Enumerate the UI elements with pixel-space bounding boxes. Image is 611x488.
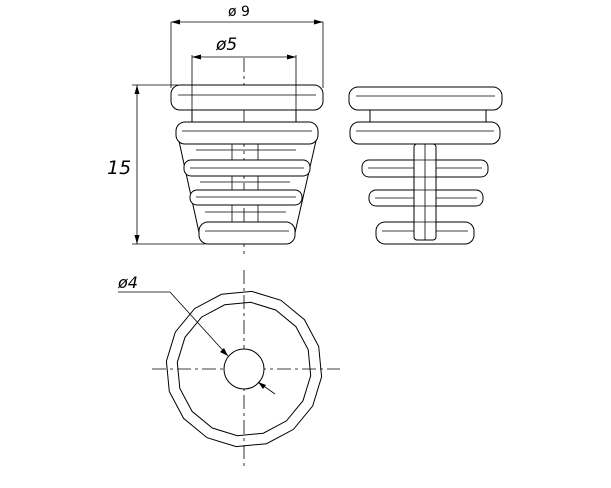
bottom-outer-ring bbox=[165, 290, 323, 448]
height-label: 15 bbox=[107, 157, 131, 179]
dimension-height: 15 bbox=[107, 84, 205, 245]
side-cap bbox=[348, 86, 503, 111]
hole-diameter-label: ø4 bbox=[117, 273, 138, 292]
front-rib-4 bbox=[198, 221, 296, 245]
bottom-hole bbox=[223, 348, 265, 390]
front-cap bbox=[170, 84, 324, 111]
dimension-outer-diameter: ø 9 bbox=[170, 4, 324, 88]
bottom-inner-ring bbox=[176, 301, 312, 437]
side-view bbox=[348, 86, 503, 245]
side-rib-1 bbox=[349, 121, 501, 145]
front-body-left-edge bbox=[176, 131, 201, 238]
outer-diameter-label: ø 9 bbox=[228, 4, 250, 20]
dimension-inner-diameter: ø5 bbox=[191, 35, 297, 112]
front-body-right-edge bbox=[293, 131, 319, 238]
bottom-view: ø4 bbox=[117, 270, 340, 470]
inner-diameter-label: ø5 bbox=[215, 35, 237, 55]
front-view bbox=[170, 58, 324, 258]
front-rib-1 bbox=[175, 121, 319, 145]
front-rib-3 bbox=[189, 189, 303, 206]
